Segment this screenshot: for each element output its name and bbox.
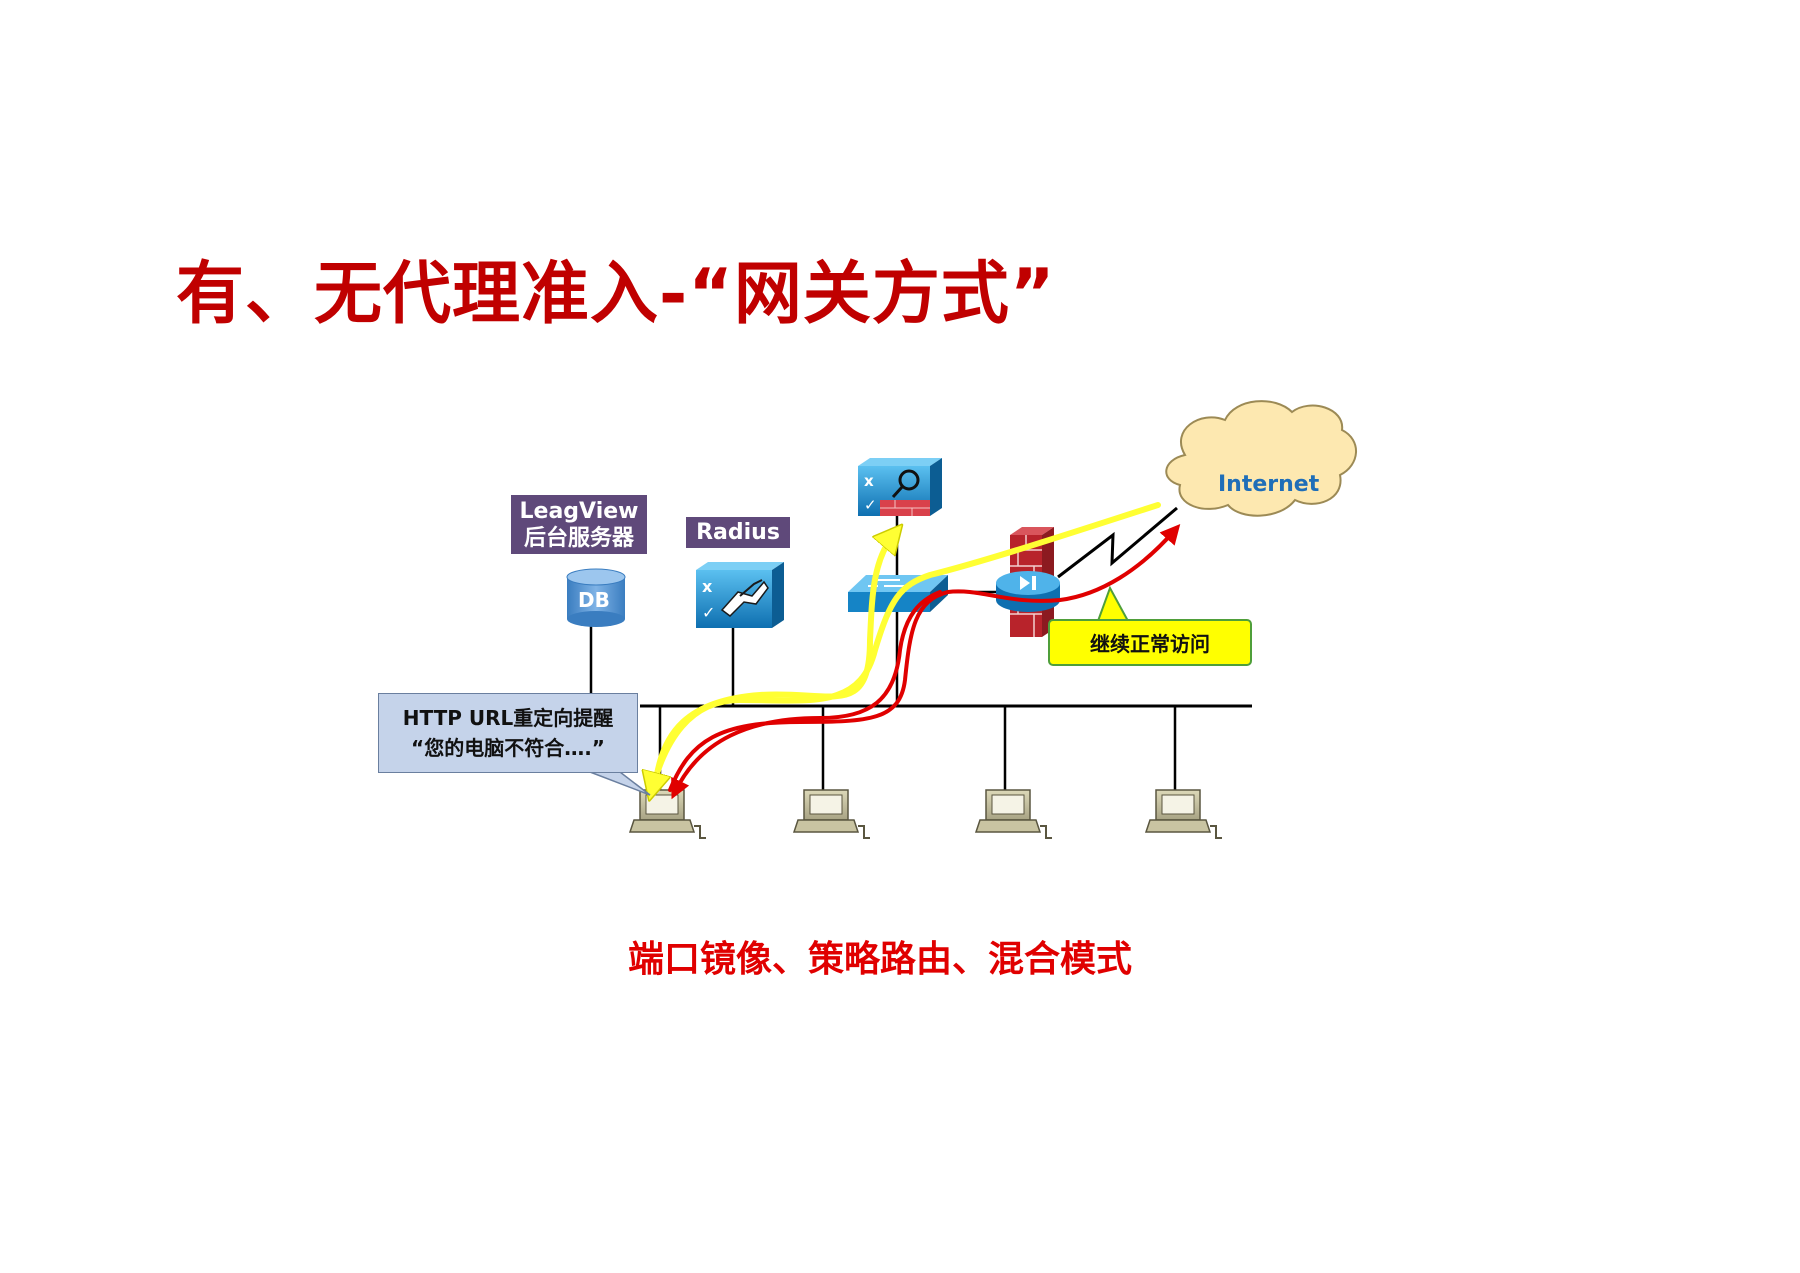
svg-text:✓: ✓ [864,496,877,514]
slide-title: 有、无代理准入-“网关方式” [176,255,1056,334]
workstation-icon [628,789,1222,839]
server-label: LeagView 后台服务器 [511,495,647,554]
svg-text:x: x [864,472,874,490]
continue-access-callout: 继续正常访问 [1048,619,1252,666]
internet-label: Internet [1218,472,1320,497]
notice-line1: HTTP URL重定向提醒 [402,706,614,730]
radius-label-text: Radius [696,520,780,545]
notice-line2: “您的电脑不符合….” [411,736,605,760]
cloud-icon [1165,400,1357,517]
monitor-appliance-icon: x ✓ [858,458,942,516]
radius-label: Radius [686,517,790,548]
server-label-line2: 后台服务器 [523,525,634,551]
db-label: DB [578,588,610,612]
footer-caption: 端口镜像、策略路由、混合模式 [627,939,1132,980]
database-icon [566,568,626,627]
svg-text:x: x [702,577,713,596]
router-icon [996,571,1060,612]
traffic-paths [652,502,1181,792]
radius-server-icon: x ✓ [696,562,784,628]
callout-pointer [1096,585,1130,622]
server-label-line1: LeagView [519,498,639,524]
svg-text:✓: ✓ [702,603,715,622]
redirect-notice: HTTP URL重定向提醒 “您的电脑不符合….” [378,693,638,773]
notice-pointer [589,771,651,796]
